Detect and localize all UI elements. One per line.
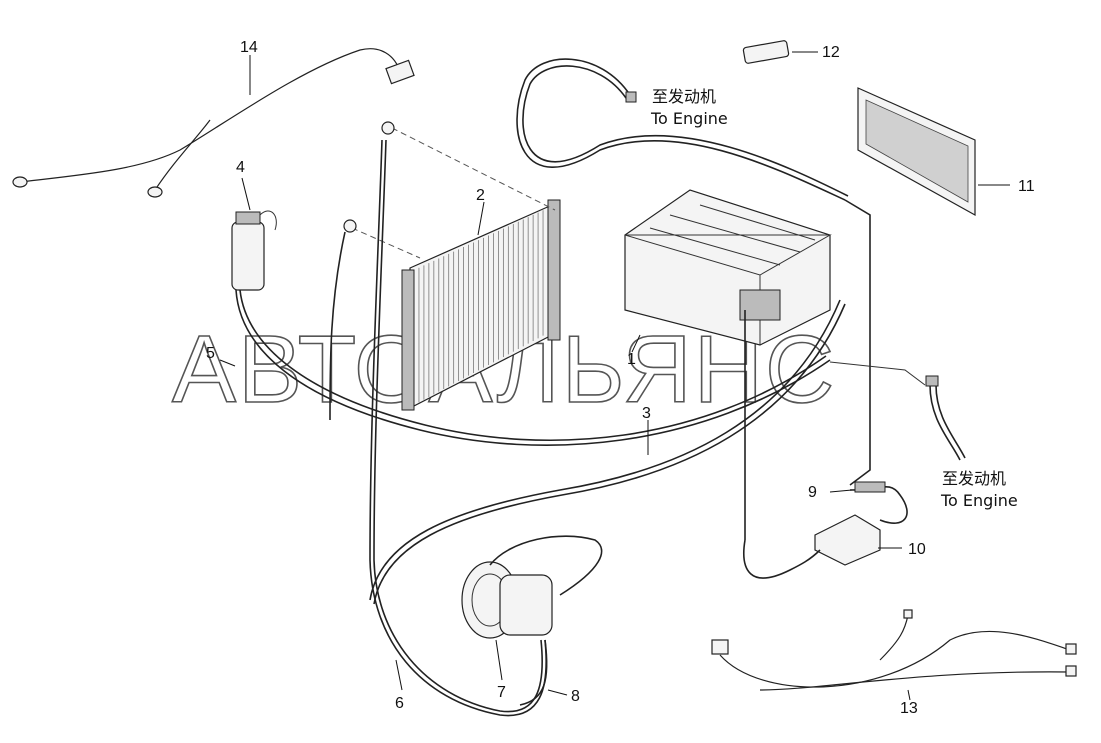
callout-5: 5 xyxy=(206,345,215,362)
heater-hose-top xyxy=(516,58,849,201)
callout-11: 11 xyxy=(1018,178,1035,195)
callout-6: 6 xyxy=(395,695,404,712)
callout-4: 4 xyxy=(236,159,245,176)
callout-14: 14 xyxy=(240,39,258,56)
hose-5 xyxy=(235,289,831,446)
condenser-2 xyxy=(401,199,561,411)
note-engine-top-en: To Engine xyxy=(650,109,728,128)
heater-hose-right xyxy=(829,361,966,461)
hose-9 xyxy=(844,199,908,524)
callout-7: 7 xyxy=(497,684,506,701)
hose-6 xyxy=(369,121,547,717)
callout-12: 12 xyxy=(822,44,840,61)
note-engine-right-en: To Engine xyxy=(940,491,1018,510)
callout-8: 8 xyxy=(571,688,580,705)
note-engine-top-cn: 至发动机 xyxy=(652,87,716,106)
callout-9: 9 xyxy=(808,484,817,501)
hose-3 xyxy=(329,219,846,605)
cabin-filter-11 xyxy=(857,87,976,217)
wiring-harness-14 xyxy=(12,48,415,198)
callout-2: 2 xyxy=(476,187,485,204)
callout-3: 3 xyxy=(642,405,651,422)
compressor-7 xyxy=(461,561,553,639)
belt-hose-8 xyxy=(489,535,603,706)
hvac-unit-1 xyxy=(624,189,832,346)
connector-12 xyxy=(742,40,790,64)
receiver-drier-4 xyxy=(231,210,277,291)
callout-10: 10 xyxy=(908,541,926,558)
wiring-harness-13 xyxy=(711,609,1077,691)
valve-10 xyxy=(743,310,881,579)
callout-1: 1 xyxy=(627,351,636,368)
callout-13: 13 xyxy=(900,700,918,717)
note-engine-right-cn: 至发动机 xyxy=(942,469,1006,488)
